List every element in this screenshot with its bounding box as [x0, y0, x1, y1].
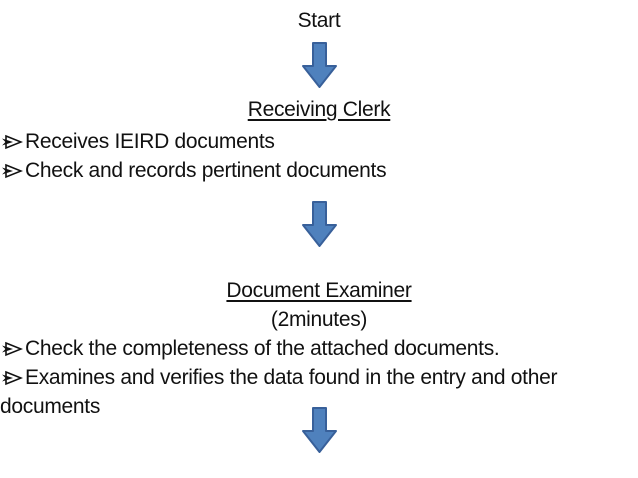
bullet-text: Check and records pertinent documents — [25, 159, 387, 182]
down-arrow-icon — [301, 201, 337, 247]
bullet-text: documents — [0, 395, 101, 418]
bullet-item: Receives IEIRD documents — [0, 127, 638, 156]
section-2-duration: (2minutes) — [270, 308, 368, 331]
bullet-text: Examines and verifies the data found in … — [25, 366, 558, 389]
start-label: Start — [297, 9, 341, 32]
bullet-text: Check the completeness of the attached d… — [25, 337, 500, 360]
bullet-text: Receives IEIRD documents — [25, 130, 275, 153]
bullet-continuation: documents — [0, 392, 638, 421]
down-arrow-icon — [301, 42, 337, 88]
flow-arrow-2 — [0, 201, 638, 248]
section-1: Receiving Clerk — [0, 95, 638, 124]
section-2-heading: Document Examiner — [226, 279, 412, 302]
section-2: Document Examiner — [0, 276, 638, 305]
bullet-item: Check the completeness of the attached d… — [0, 334, 638, 363]
arrowhead-bullet-icon — [2, 341, 23, 356]
arrowhead-bullet-icon — [2, 370, 23, 385]
section-1-heading: Receiving Clerk — [247, 98, 391, 121]
flow-arrow-3 — [0, 407, 638, 454]
down-arrow-icon — [301, 407, 337, 453]
bullet-item: Examines and verifies the data found in … — [0, 363, 638, 392]
arrowhead-bullet-icon — [2, 163, 23, 178]
arrowhead-bullet-icon — [2, 134, 23, 149]
flow-arrow-1 — [0, 42, 638, 89]
bullet-item: Check and records pertinent documents — [0, 156, 638, 185]
